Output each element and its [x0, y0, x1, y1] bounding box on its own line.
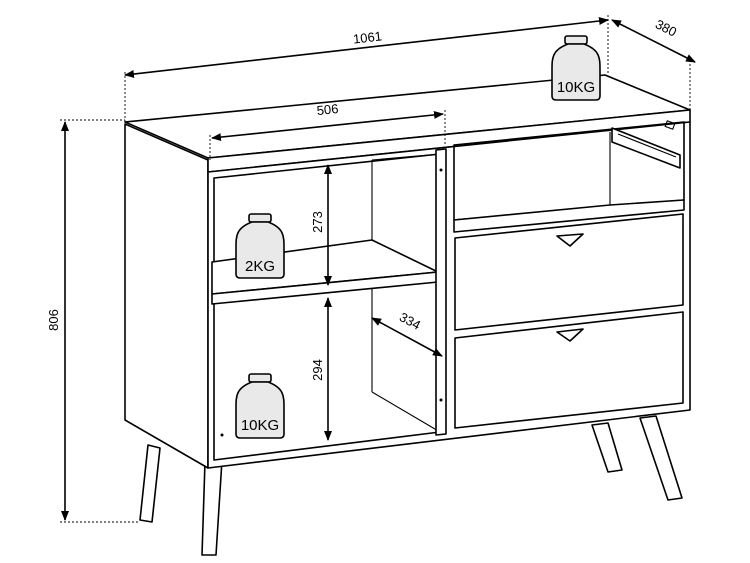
- drawer-2[interactable]: [454, 311, 684, 429]
- drawer-1[interactable]: [454, 213, 684, 331]
- drawer-section: [453, 120, 685, 429]
- load-label-bottom: 10KG: [241, 417, 279, 434]
- weight-icon-shelf: 2KG: [235, 213, 285, 279]
- weight-icon-top: 10KG: [551, 35, 601, 101]
- leg-front-right: [591, 422, 623, 473]
- leg-front-left: [201, 459, 223, 556]
- width-label: 1061: [352, 28, 382, 46]
- leg-back-left: [139, 444, 161, 523]
- upper-width-label: 506: [316, 101, 339, 118]
- dimension-lines: [60, 15, 696, 523]
- load-label-shelf: 2KG: [245, 258, 275, 275]
- depth-label: 380: [653, 16, 679, 39]
- drawer-2-handle[interactable]: [556, 328, 584, 342]
- lower-shelf-height-label: 294: [310, 359, 325, 381]
- upper-shelf-height-label: 273: [310, 211, 325, 233]
- legs: [139, 415, 683, 556]
- height-label: 806: [46, 309, 61, 331]
- weight-icon-bottom: 10KG: [235, 373, 285, 439]
- leg-back-right: [639, 415, 683, 501]
- drawer-1-handle[interactable]: [556, 233, 584, 247]
- side-panel: [124, 123, 209, 469]
- load-label-top: 10KG: [557, 79, 595, 96]
- center-divider: [435, 148, 447, 436]
